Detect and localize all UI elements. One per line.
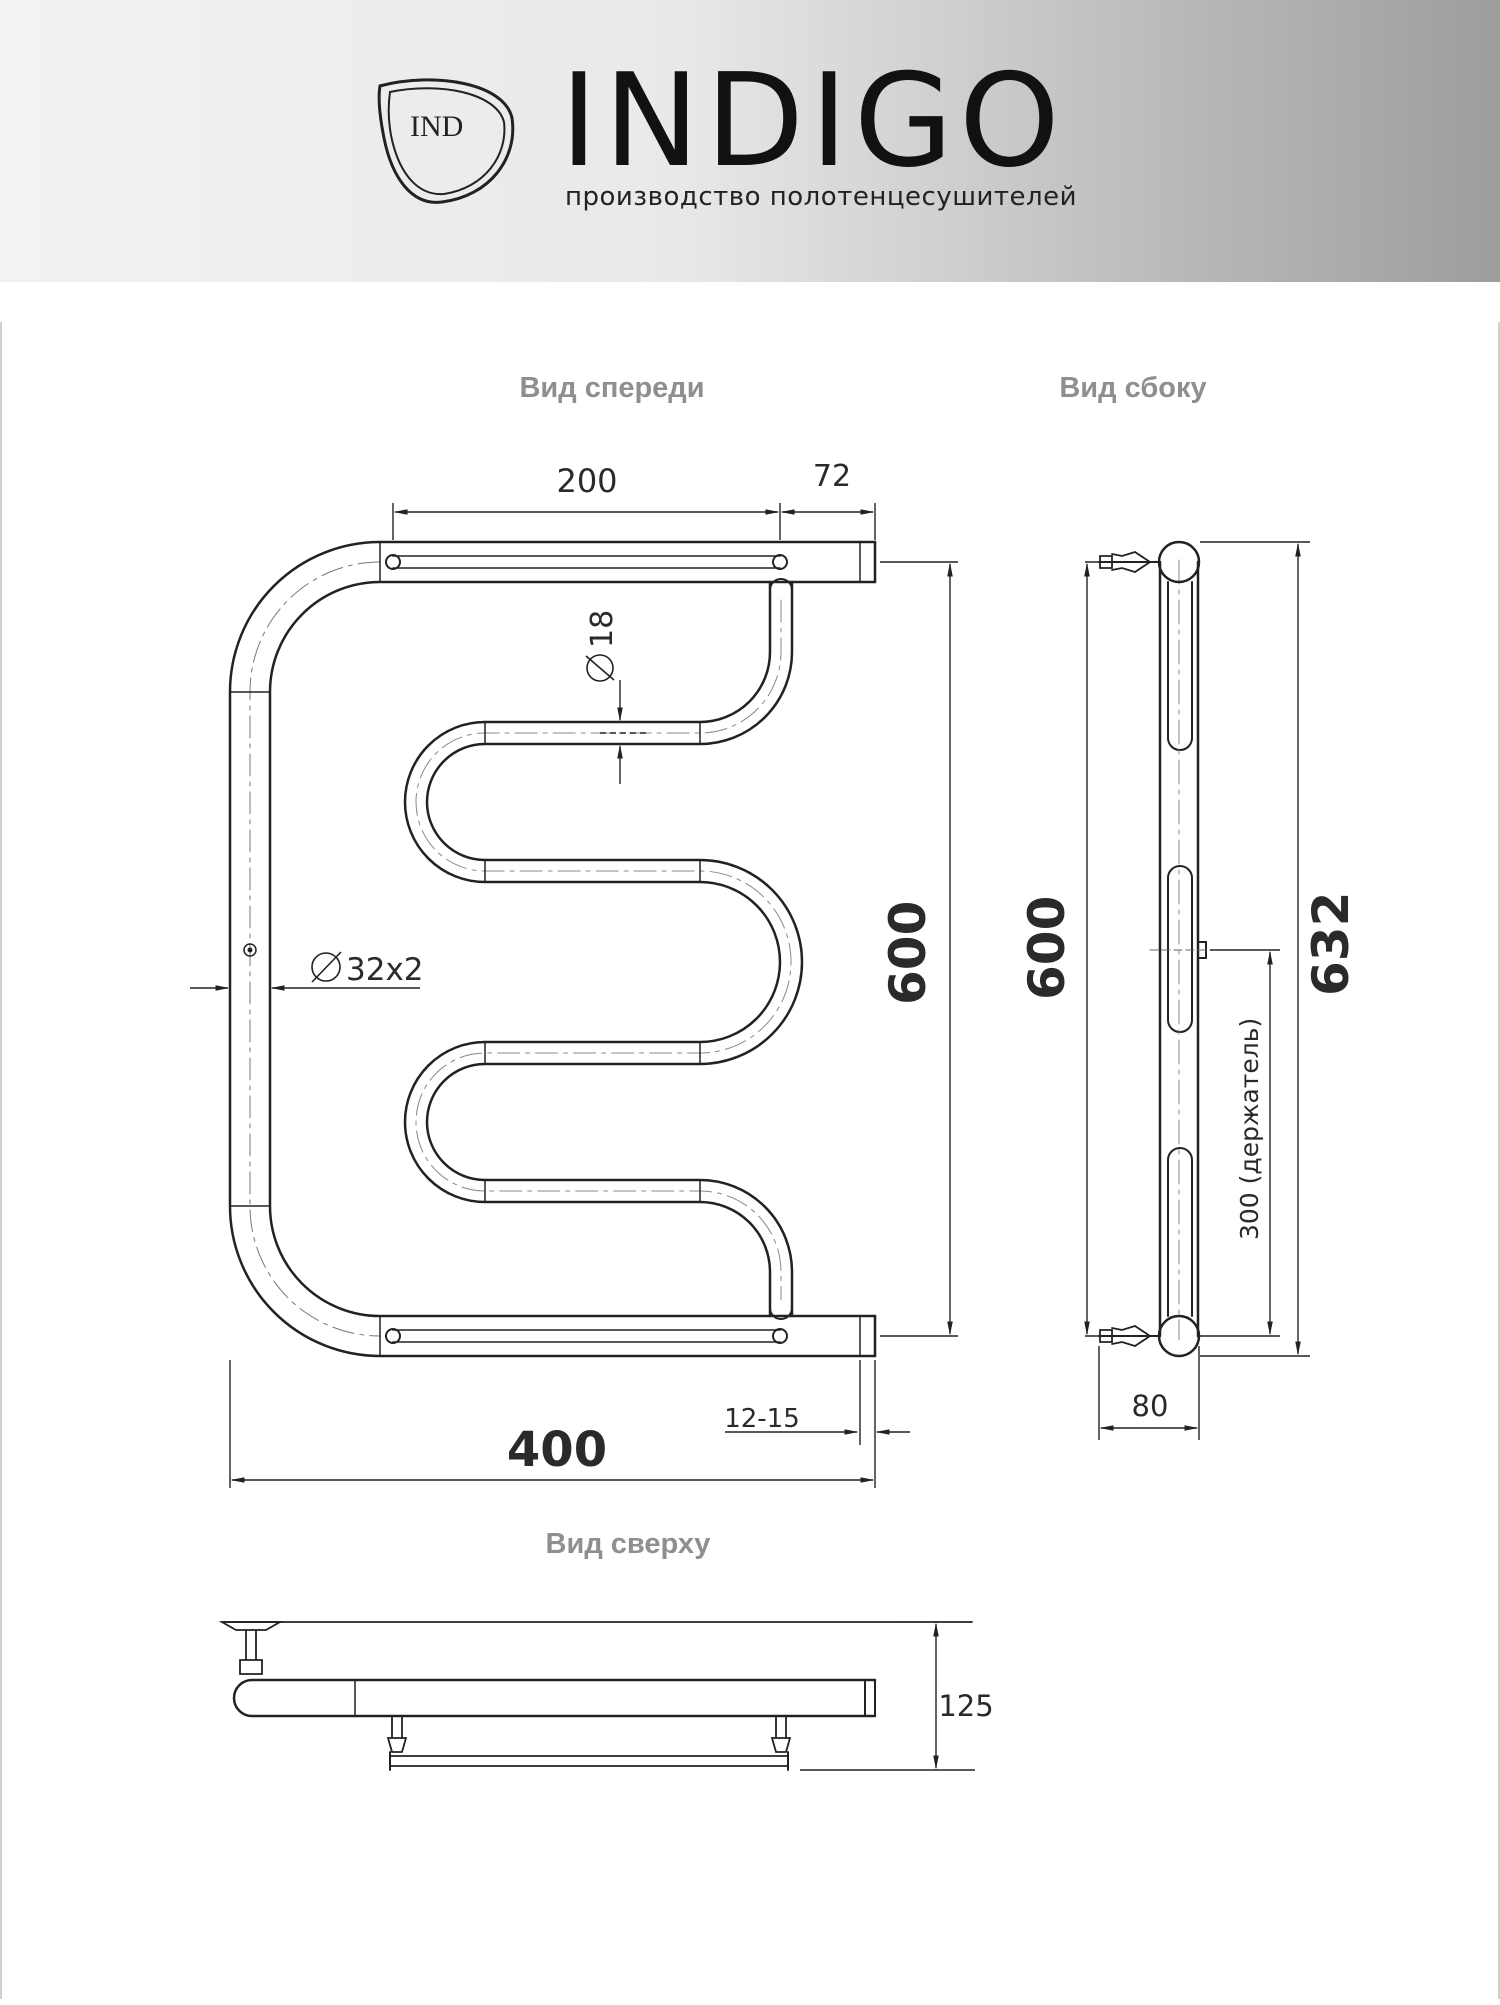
dim-600-side: 600 (1018, 896, 1076, 1000)
technical-drawing: Вид спереди Вид сбоку Вид сверху (0, 282, 1500, 2000)
dim-600-front: 600 (879, 901, 937, 1005)
logo-text: IND (410, 110, 463, 143)
top-view-dimensions (800, 1622, 975, 1771)
dim-18-text: 18 (585, 610, 620, 648)
dim-300-holder: 300 (держатель) (1235, 1018, 1264, 1240)
top-view-drawing (218, 1621, 973, 1771)
dim-diameter-32x2: 32x2 (311, 951, 424, 988)
dim-125: 125 (938, 1689, 993, 1723)
header-banner: IND INDIGO производство полотенцесушител… (0, 0, 1500, 282)
dim-632: 632 (1302, 892, 1360, 996)
front-view-dimensions (190, 503, 958, 1488)
dim-200: 200 (556, 462, 617, 500)
side-view-drawing (1098, 540, 1261, 1358)
dim-80: 80 (1132, 1389, 1169, 1423)
dim-72: 72 (813, 459, 851, 494)
side-view-title: Вид сбоку (1059, 372, 1206, 404)
brand-name: INDIGO (560, 47, 1066, 196)
top-view-title: Вид сверху (546, 1528, 711, 1560)
dim-400: 400 (507, 1422, 607, 1478)
front-view-title: Вид спереди (519, 372, 704, 404)
dim-32x2-text: 32x2 (346, 952, 424, 988)
dim-12-15: 12-15 (724, 1404, 800, 1434)
brand-tagline: производство полотенцесушителей (565, 182, 1078, 212)
front-view-drawing (228, 540, 877, 1358)
indigo-logo-mark: IND (372, 78, 522, 210)
dim-diameter-18: 18 (585, 610, 620, 682)
side-view-dimensions (1084, 541, 1310, 1440)
